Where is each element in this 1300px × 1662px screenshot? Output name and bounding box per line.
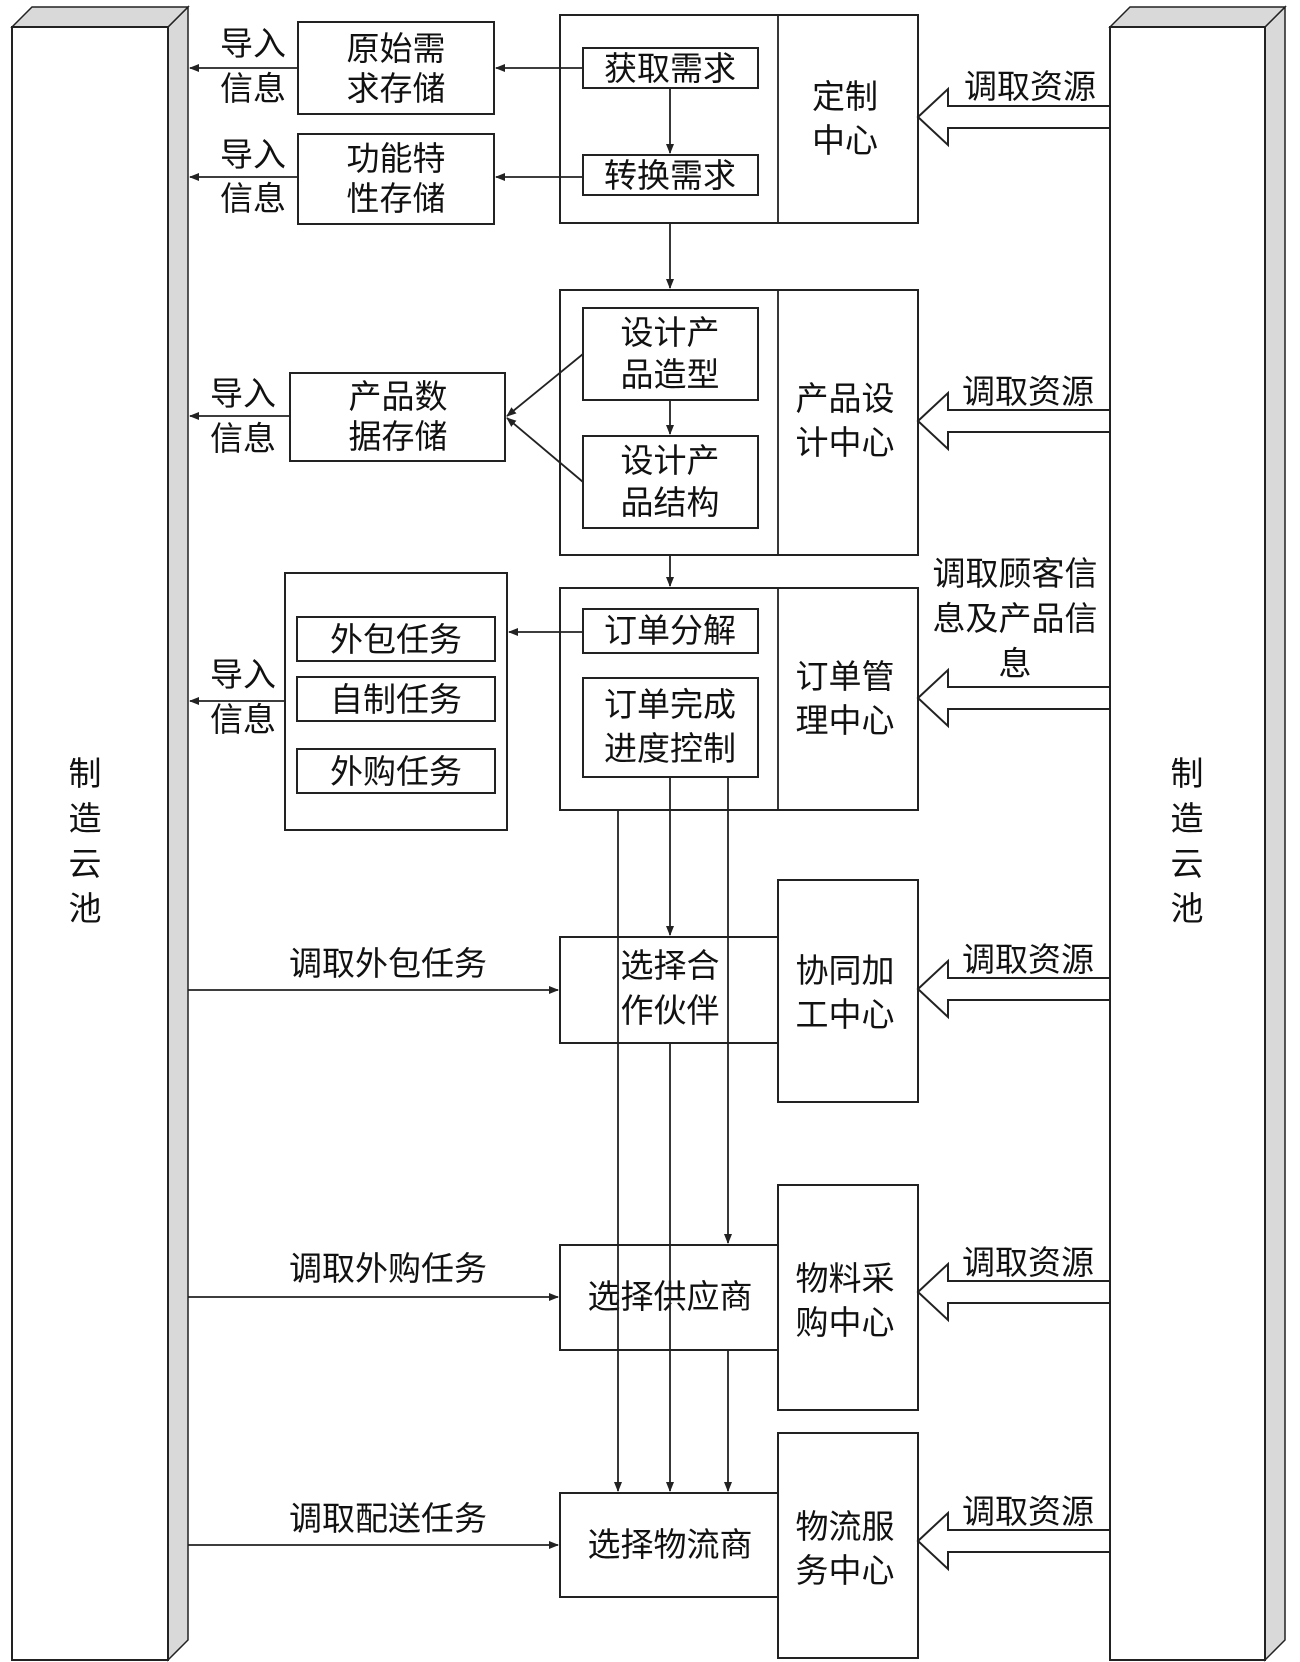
order-progress-line-2: 进度控制	[604, 729, 736, 768]
left-pool-char-3: 云	[69, 844, 102, 883]
fetch-outsource-label: 调取外包任务	[289, 944, 487, 983]
raw-demand-storage: 原始需 求存储 导入 信息	[189, 21, 583, 115]
fetch-purchase-label: 调取外购任务	[289, 1249, 487, 1288]
left-pool-char-4: 池	[69, 889, 102, 928]
order-progress-line-1: 订单完成	[604, 685, 736, 724]
right-pool-char-4: 池	[1171, 889, 1204, 928]
select-logistics-box: 选择物流商	[588, 1525, 753, 1564]
get-demand-box: 获取需求	[604, 49, 736, 88]
custom-center-name-1: 定制	[812, 77, 878, 116]
customization-center: 定制 中心 获取需求 转换需求	[559, 14, 919, 224]
select-partner-line-1: 选择合	[621, 946, 720, 985]
resource-arrow-cooperation: 调取资源	[916, 940, 1111, 1020]
fetch-customer-info-line-1: 调取顾客信	[933, 554, 1098, 593]
import-info-4-line-2: 信息	[210, 700, 276, 739]
resource-arrow-custom: 调取资源	[916, 67, 1111, 148]
import-info-1-line-2: 信息	[220, 69, 286, 108]
design-structure-line-2: 品结构	[621, 483, 720, 522]
resource-arrow-logistics: 调取资源	[916, 1492, 1111, 1572]
left-pool-char-1: 制	[69, 754, 102, 793]
design-center-name-2: 计中心	[796, 423, 895, 462]
fetch-resource-label-5: 调取资源	[962, 1492, 1094, 1531]
product-data-line-2: 据存储	[349, 417, 448, 456]
left-pool-char-2: 造	[69, 799, 102, 838]
import-info-2-line-1: 导入	[220, 135, 286, 174]
resource-arrow-order: 调取顾客信 息及产品信 息	[916, 554, 1111, 729]
fetch-resource-label-2: 调取资源	[962, 372, 1094, 411]
import-info-3-line-2: 信息	[210, 419, 276, 458]
design-modeling-line-1: 设计产	[621, 313, 720, 352]
product-data-line-1: 产品数	[349, 377, 448, 416]
order-center-name-2: 理中心	[796, 701, 895, 740]
import-info-3-line-1: 导入	[210, 374, 276, 413]
design-center-name-1: 产品设	[796, 379, 895, 418]
resource-arrows: 调取资源 调取资源 调取顾客信 息及产品信 息 调取资源 调取资源 调取资源	[916, 67, 1111, 1572]
select-partner-line-2: 作伙伴	[621, 991, 720, 1030]
right-cloud-pool: 制 造 云 池	[1108, 5, 1287, 1662]
raw-demand-line-2: 求存储	[347, 69, 446, 108]
convert-demand-box: 转换需求	[604, 156, 736, 195]
right-pool-char-3: 云	[1171, 844, 1204, 883]
resource-arrow-design: 调取资源	[916, 372, 1111, 452]
fetch-resource-label-1: 调取资源	[964, 67, 1096, 106]
product-data-storage: 产品数 据存储 导入 信息	[189, 353, 584, 483]
cooperation-center-name-1: 协同加	[796, 951, 895, 990]
self-made-task-box: 自制任务	[330, 680, 462, 719]
outsource-task-box: 外包任务	[330, 620, 462, 659]
fetch-resource-label-3: 调取资源	[962, 940, 1094, 979]
resource-arrow-procurement: 调取资源	[916, 1243, 1111, 1323]
task-group: 外包任务 自制任务 外购任务 导入 信息	[189, 572, 583, 831]
left-cloud-pool: 制 造 云 池	[10, 5, 190, 1662]
order-flow-lines	[614, 777, 732, 1492]
import-info-2-line-2: 信息	[220, 179, 286, 218]
procurement-center-name-1: 物料采	[796, 1259, 895, 1298]
right-pool-char-1: 制	[1171, 754, 1204, 793]
import-info-4-line-1: 导入	[210, 655, 276, 694]
import-info-1-line-1: 导入	[220, 24, 286, 63]
raw-demand-line-1: 原始需	[347, 29, 446, 68]
collaborative-processing-center: 选择合 作伙伴 协同加 工中心	[559, 879, 919, 1103]
cooperation-center-name-2: 工中心	[796, 995, 895, 1034]
order-decompose-box: 订单分解	[604, 611, 736, 650]
fetch-resource-label-4: 调取资源	[962, 1243, 1094, 1282]
fetch-task-arrows: 调取外包任务 调取外购任务 调取配送任务	[188, 944, 559, 1549]
fetch-customer-info-line-3: 息	[999, 644, 1032, 683]
design-structure-line-1: 设计产	[621, 441, 720, 480]
product-design-center: 产品设 计中心 设计产 品造型 设计产 品结构	[559, 289, 919, 556]
material-procurement-center: 选择供应商 物料采 购中心	[559, 1184, 919, 1411]
right-pool-char-2: 造	[1171, 799, 1204, 838]
purchase-task-box: 外购任务	[330, 752, 462, 791]
order-center-name-1: 订单管	[796, 657, 895, 696]
order-management-center: 订单管 理中心 订单分解 订单完成 进度控制	[559, 587, 919, 811]
fetch-customer-info-line-2: 息及产品信	[933, 599, 1098, 638]
feature-storage-line-1: 功能特	[347, 139, 446, 178]
custom-center-name-2: 中心	[812, 121, 878, 160]
logistics-center-name-2: 务中心	[796, 1551, 895, 1590]
feature-storage: 功能特 性存储 导入 信息	[189, 133, 583, 225]
fetch-delivery-label: 调取配送任务	[289, 1499, 487, 1538]
feature-storage-line-2: 性存储	[347, 179, 446, 218]
logistics-service-center: 选择物流商 物流服 务中心	[559, 1432, 919, 1659]
logistics-center-name-1: 物流服	[796, 1507, 895, 1546]
procurement-center-name-2: 购中心	[796, 1303, 895, 1342]
design-modeling-line-2: 品造型	[621, 355, 720, 394]
